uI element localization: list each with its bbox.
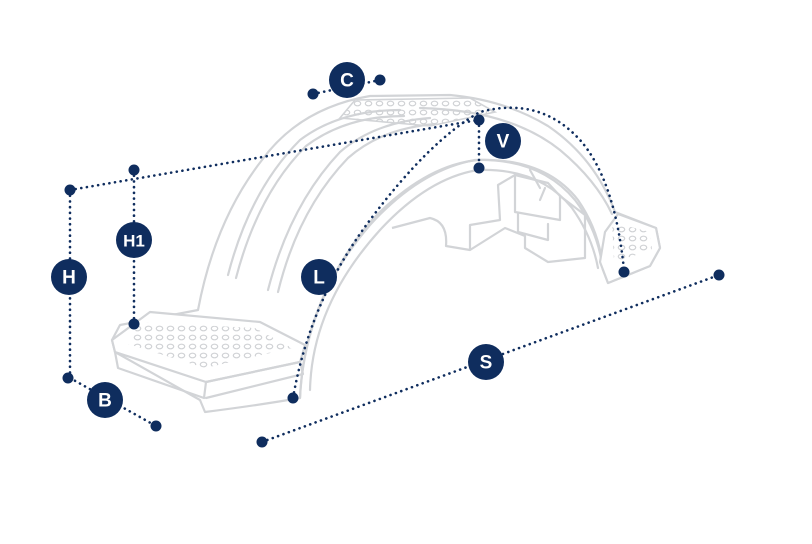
endpoint-dot	[64, 184, 76, 196]
endpoint-dot	[713, 269, 725, 281]
endpoint-dot	[128, 318, 140, 330]
endpoint-dot	[618, 266, 630, 278]
dim-line-s	[260, 273, 721, 444]
dimension-endpoints	[62, 74, 725, 448]
fender-illustration	[110, 93, 662, 414]
dim-line-b	[68, 376, 158, 428]
endpoint-dot	[307, 88, 319, 100]
endpoint-dot	[374, 74, 386, 86]
badge-v-label: V	[497, 132, 510, 153]
endpoint-dot	[62, 372, 74, 384]
badge-s-label: S	[480, 353, 493, 374]
badge-l: L	[301, 259, 337, 295]
badge-h1: H1	[116, 222, 152, 258]
endpoint-dot	[287, 392, 299, 404]
endpoint-dot	[150, 420, 162, 432]
endpoint-dot	[473, 162, 485, 174]
badge-c: C	[329, 62, 365, 98]
badge-h-label: H	[62, 268, 76, 289]
badge-b: B	[87, 382, 123, 418]
badge-h1-label: H1	[123, 232, 145, 251]
dim-line-h1-top	[68, 118, 480, 192]
badge-b-label: B	[98, 391, 112, 412]
badge-c-label: C	[340, 71, 354, 92]
badge-h: H	[51, 259, 87, 295]
badge-v: V	[485, 123, 521, 159]
badge-l-label: L	[313, 268, 325, 289]
endpoint-dot	[473, 114, 485, 126]
endpoint-dot	[256, 436, 268, 448]
badge-s: S	[468, 344, 504, 380]
endpoint-dot	[128, 164, 140, 176]
